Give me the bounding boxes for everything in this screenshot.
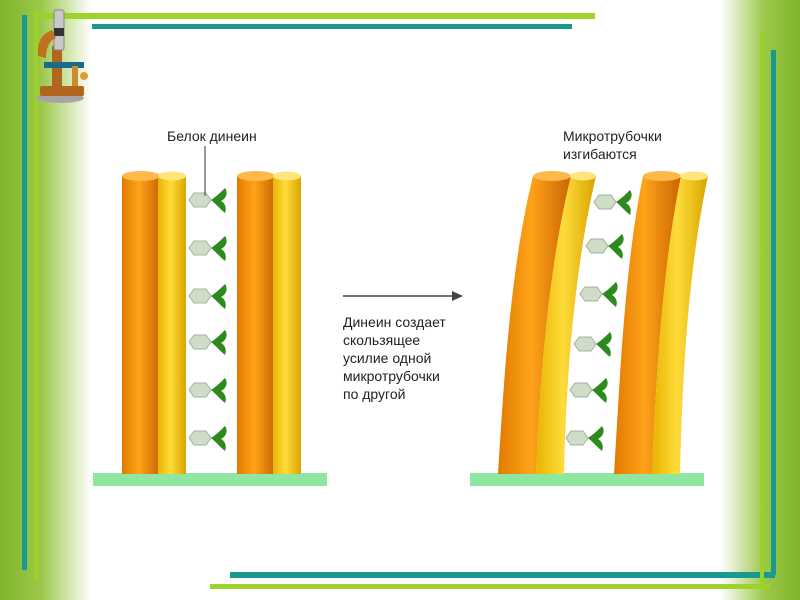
base-plate-right — [470, 473, 704, 486]
arrow-right-icon — [343, 291, 463, 301]
sliding-force-label: Динеин создает скользящее усилие одной м… — [343, 313, 446, 403]
dynein-arms-left — [189, 188, 227, 451]
straight-microtubules — [122, 171, 301, 474]
bend-label: Микротрубочки изгибаются — [563, 127, 662, 163]
base-plate-left — [93, 473, 327, 486]
dynein-label: Белок динеин — [167, 127, 257, 145]
